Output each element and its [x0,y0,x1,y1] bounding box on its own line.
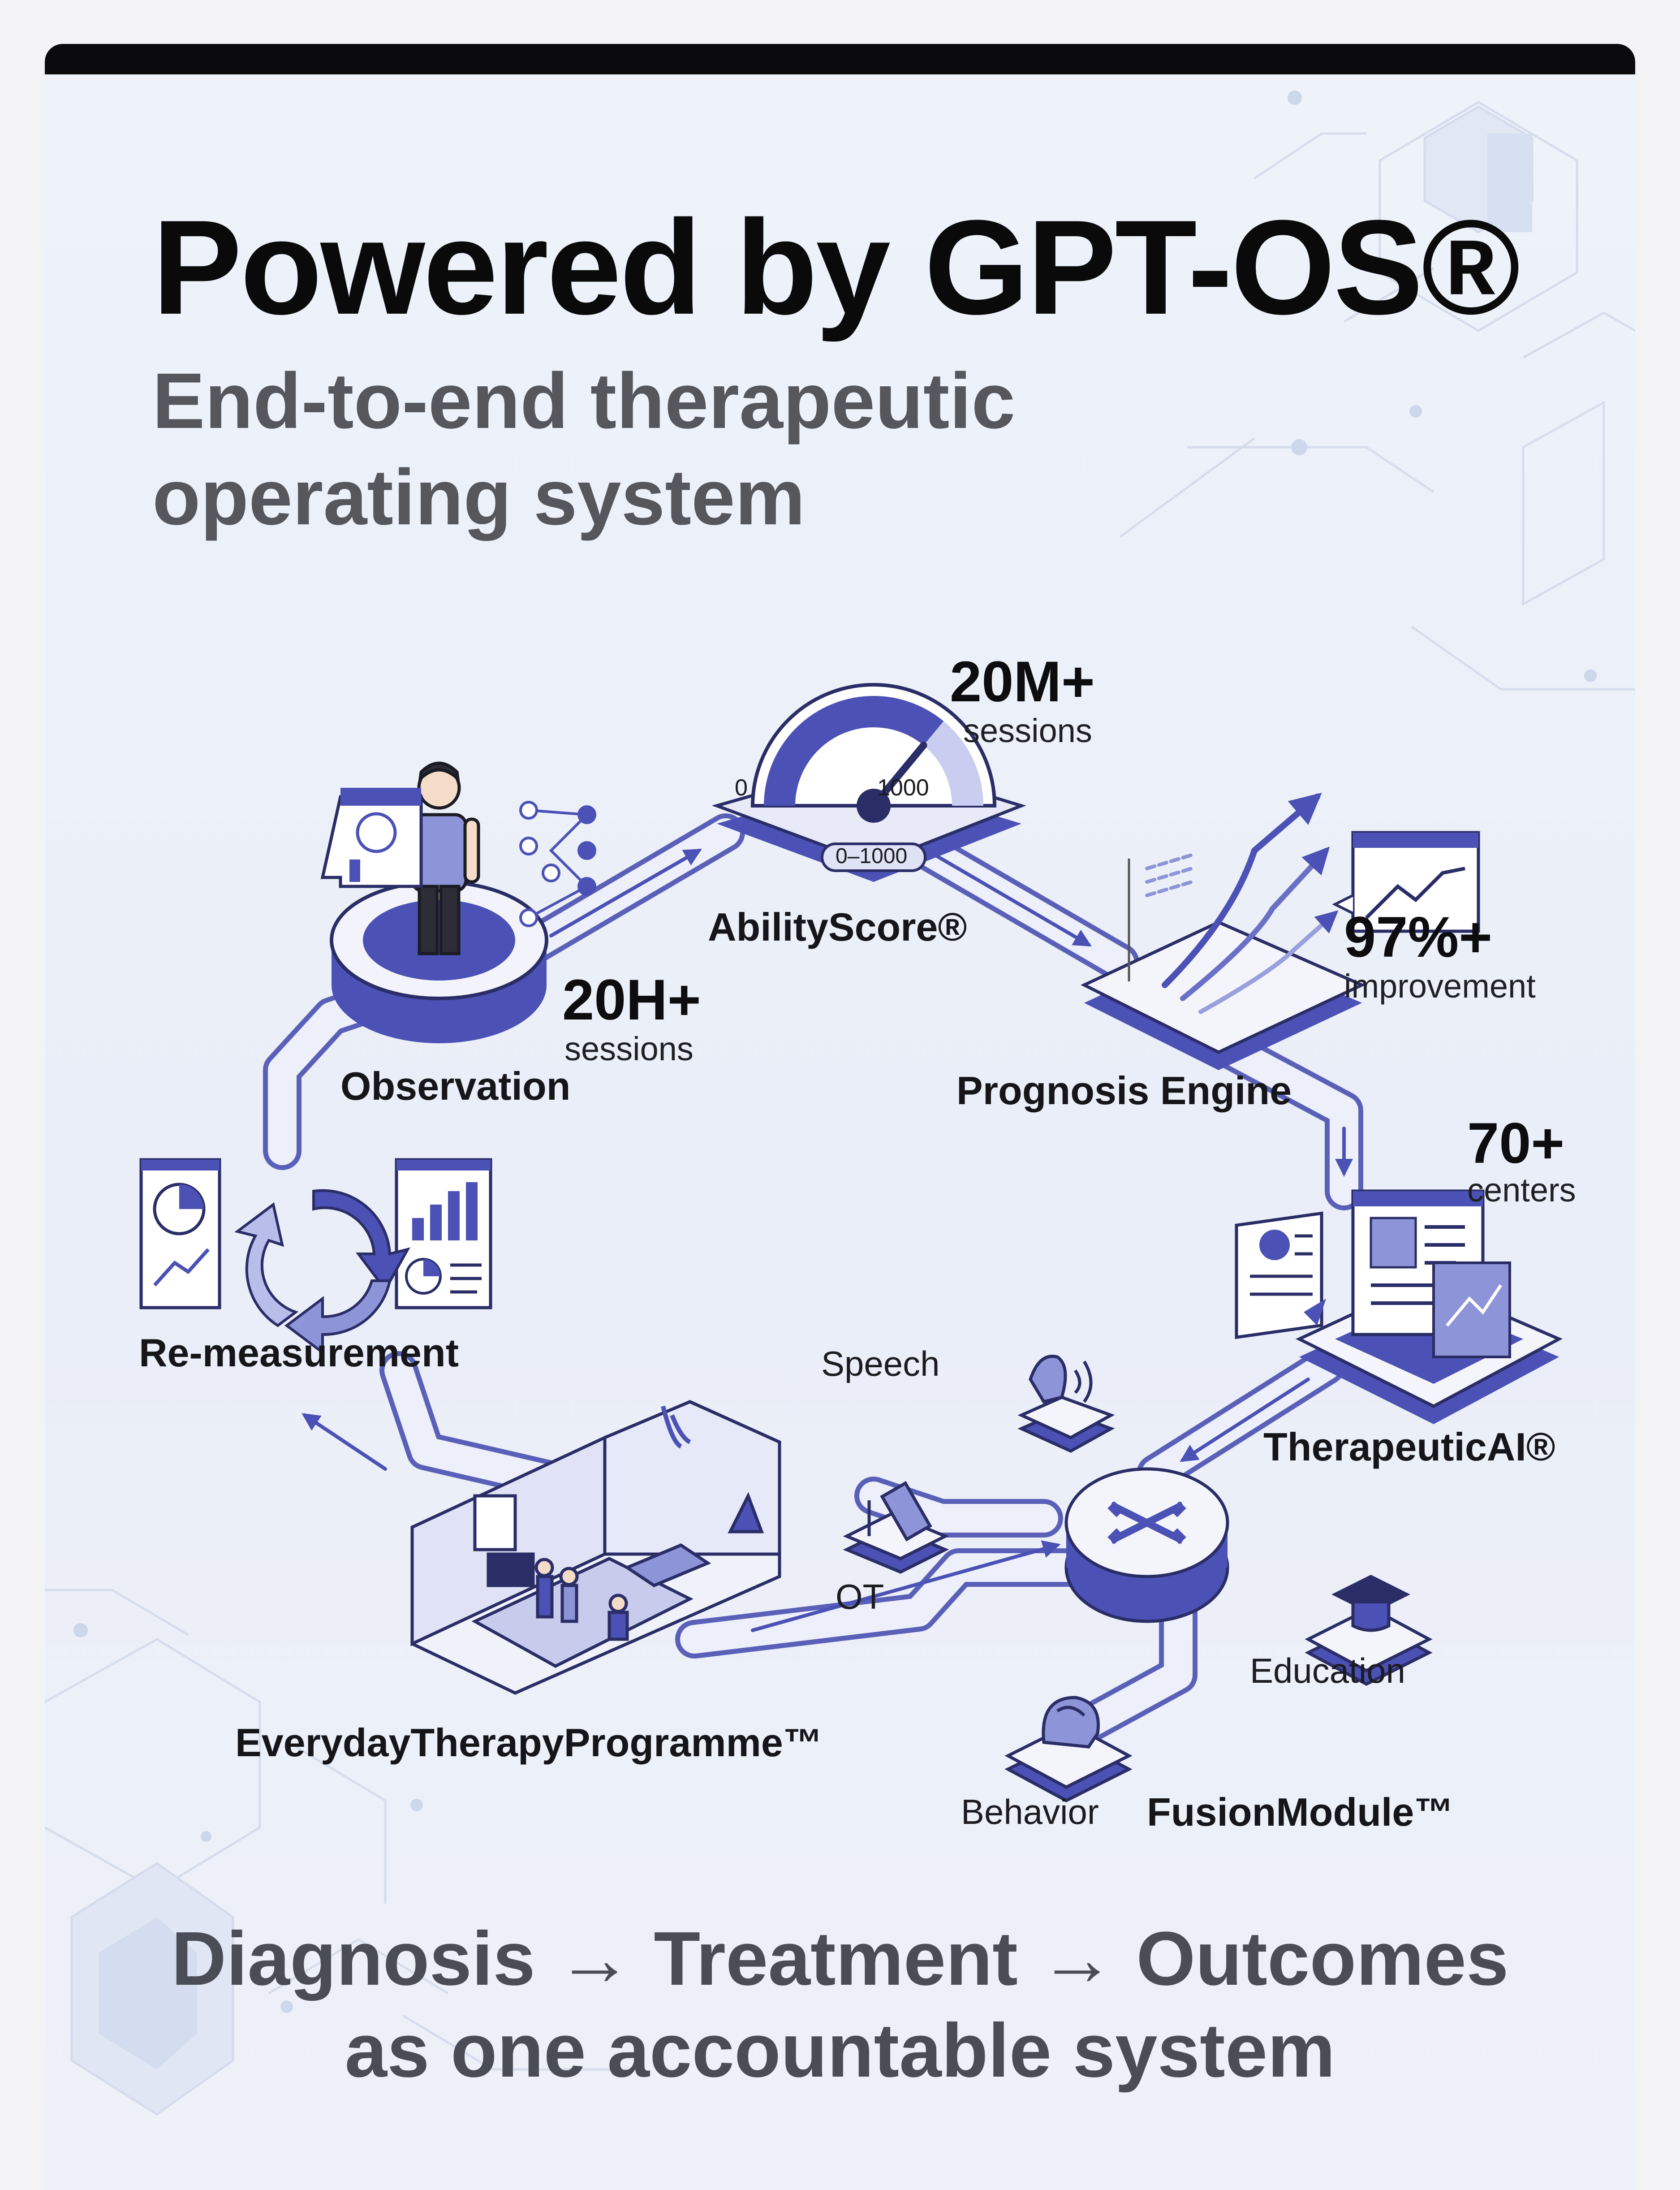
module-education: Education [1250,1651,1405,1690]
system-diagram [139,683,1563,1802]
stat-sessions-20h-label: sessions [564,1030,694,1067]
stat-sessions-20m-value: 20M+ [950,650,1095,714]
profile-card-icon [320,788,423,888]
infographic-card: Powered by GPT-OS® End-to-end therapeuti… [45,44,1635,2190]
growth-chart-icon [1128,792,1339,1014]
node-fusion-module: FusionModule™ [1147,1790,1454,1834]
stat-centers-label: centers [1467,1171,1576,1209]
tagline-line-2: as one accountable system [345,2008,1335,2093]
node-re-measurement: Re-measurement [139,1330,459,1375]
patient-file-icon [1235,1211,1326,1339]
stat-improvement-value: 97%+ [1344,905,1492,969]
gauge-icon [750,683,997,872]
gauge-min-label: 0 [735,775,748,801]
observation-platform [330,880,548,1043]
node-everyday-therapy: EverydayTherapyProgramme™ [235,1720,823,1765]
module-speech: Speech [821,1344,940,1383]
ot-module [843,1481,949,1574]
module-behavior: Behavior [961,1792,1099,1831]
gauge-fill [764,695,944,806]
node-therapeutic-ai: TherapeuticAI® [1263,1425,1555,1469]
background-circuit-decoration [45,91,1635,2116]
room-icon [410,1400,781,1695]
stat-improvement-label: improvement [1344,968,1536,1005]
subtitle-line-2: operating system [152,454,806,541]
dashboard-right-icon [395,1158,492,1309]
fusion-hub [1064,1467,1229,1623]
stat-centers-value: 70+ [1467,1111,1565,1175]
module-ot: OT [836,1577,884,1616]
document-screen-icon [1351,1189,1511,1358]
node-ability-score: AbilityScore® [708,905,967,949]
top-bar [45,44,1635,74]
behavior-module [1004,1696,1133,1802]
tagline-line-1: Diagnosis → Treatment → Outcomes [171,1916,1509,2001]
education-module [1305,1575,1433,1686]
page-title: Powered by GPT-OS® [152,192,1521,342]
subtitle-line-1: End-to-end therapeutic [152,357,1016,445]
network-nodes-icon [519,801,596,927]
cycle-arrows-icon [234,1189,410,1355]
node-prognosis-engine: Prognosis Engine [956,1068,1292,1113]
stat-sessions-20m-label: sessions [963,712,1092,749]
node-observation: Observation [340,1064,571,1108]
gauge-max-label: 1000 [877,775,929,801]
person-icon [398,761,480,955]
prognosis-platform [1080,920,1366,1070]
speech-module [1017,1355,1115,1453]
gauge-range-label: 0–1000 [836,844,908,868]
trend-screen-icon [1332,831,1480,933]
stat-sessions-20h-value: 20H+ [562,968,701,1032]
dashboard-left-icon [139,1158,221,1309]
